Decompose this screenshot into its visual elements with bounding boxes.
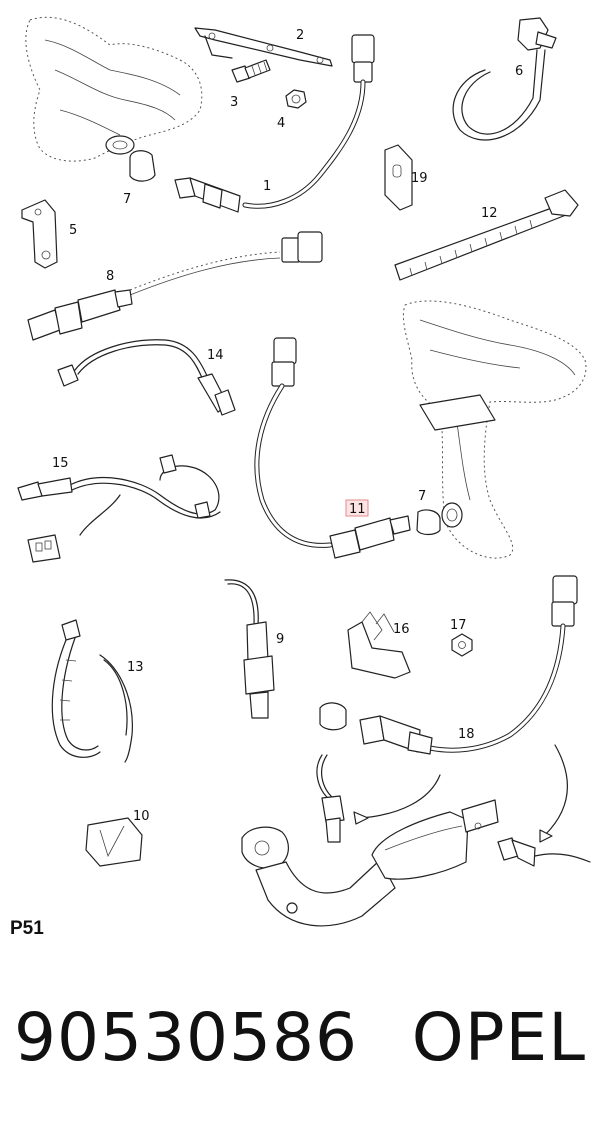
callout-15: 15 <box>52 456 69 471</box>
bracket-part-2 <box>194 27 333 67</box>
callout-2: 2 <box>296 28 304 43</box>
cable-tie-part-12 <box>394 189 579 281</box>
harness-part-15 <box>17 454 221 563</box>
exhaust-manifold-right <box>402 300 587 559</box>
callout-highlight-box <box>345 499 369 517</box>
part-number: 90530586 <box>14 999 358 1076</box>
callout-17: 17 <box>450 618 467 633</box>
sensor-part-18 <box>319 575 578 755</box>
callout-8: 8 <box>106 269 114 284</box>
callout-6: 6 <box>515 64 523 79</box>
callout-11: 11 <box>349 502 366 517</box>
callout-19: 19 <box>411 171 428 186</box>
callout-18: 18 <box>458 727 475 742</box>
callout-12: 12 <box>481 206 498 221</box>
sensor-part-14 <box>57 339 236 416</box>
bracket-part-16 <box>347 611 411 679</box>
sensor-part-8 <box>27 231 323 341</box>
catalytic-converter-pipe <box>241 744 591 927</box>
callout-14: 14 <box>207 348 224 363</box>
clip-part-10 <box>85 817 143 867</box>
callout-10: 10 <box>133 809 150 824</box>
sensor-part-1 <box>129 34 375 213</box>
strap-part-6 <box>452 17 557 141</box>
clip-part-19 <box>384 144 413 211</box>
parts-diagram: 1 2 3 4 5 6 7 7 8 9 10 11 12 13 14 15 16… <box>17 16 591 927</box>
nut-part-4 <box>285 89 307 109</box>
callout-7-right: 7 <box>418 489 426 504</box>
bracket-part-5 <box>21 199 58 269</box>
callout-3: 3 <box>230 95 238 110</box>
bolt-part-3 <box>231 59 271 83</box>
exhaust-manifold-top <box>25 16 203 162</box>
callout-16: 16 <box>393 622 410 637</box>
callout-9: 9 <box>276 632 284 647</box>
callout-7-top: 7 <box>123 192 131 207</box>
callout-5: 5 <box>69 223 77 238</box>
cable-ties-part-13 <box>51 619 133 763</box>
sensor-part-11 <box>254 337 441 559</box>
callout-4: 4 <box>277 116 285 131</box>
sensor-part-9 <box>224 579 275 719</box>
page-code: P51 <box>10 918 44 939</box>
brand-name: OPEL <box>411 999 586 1076</box>
nut-part-17 <box>451 633 473 657</box>
callout-13: 13 <box>127 660 144 675</box>
callout-1: 1 <box>263 179 271 194</box>
callout-labels: 1 2 3 4 5 6 7 7 8 9 10 11 12 13 14 15 16… <box>52 28 523 824</box>
